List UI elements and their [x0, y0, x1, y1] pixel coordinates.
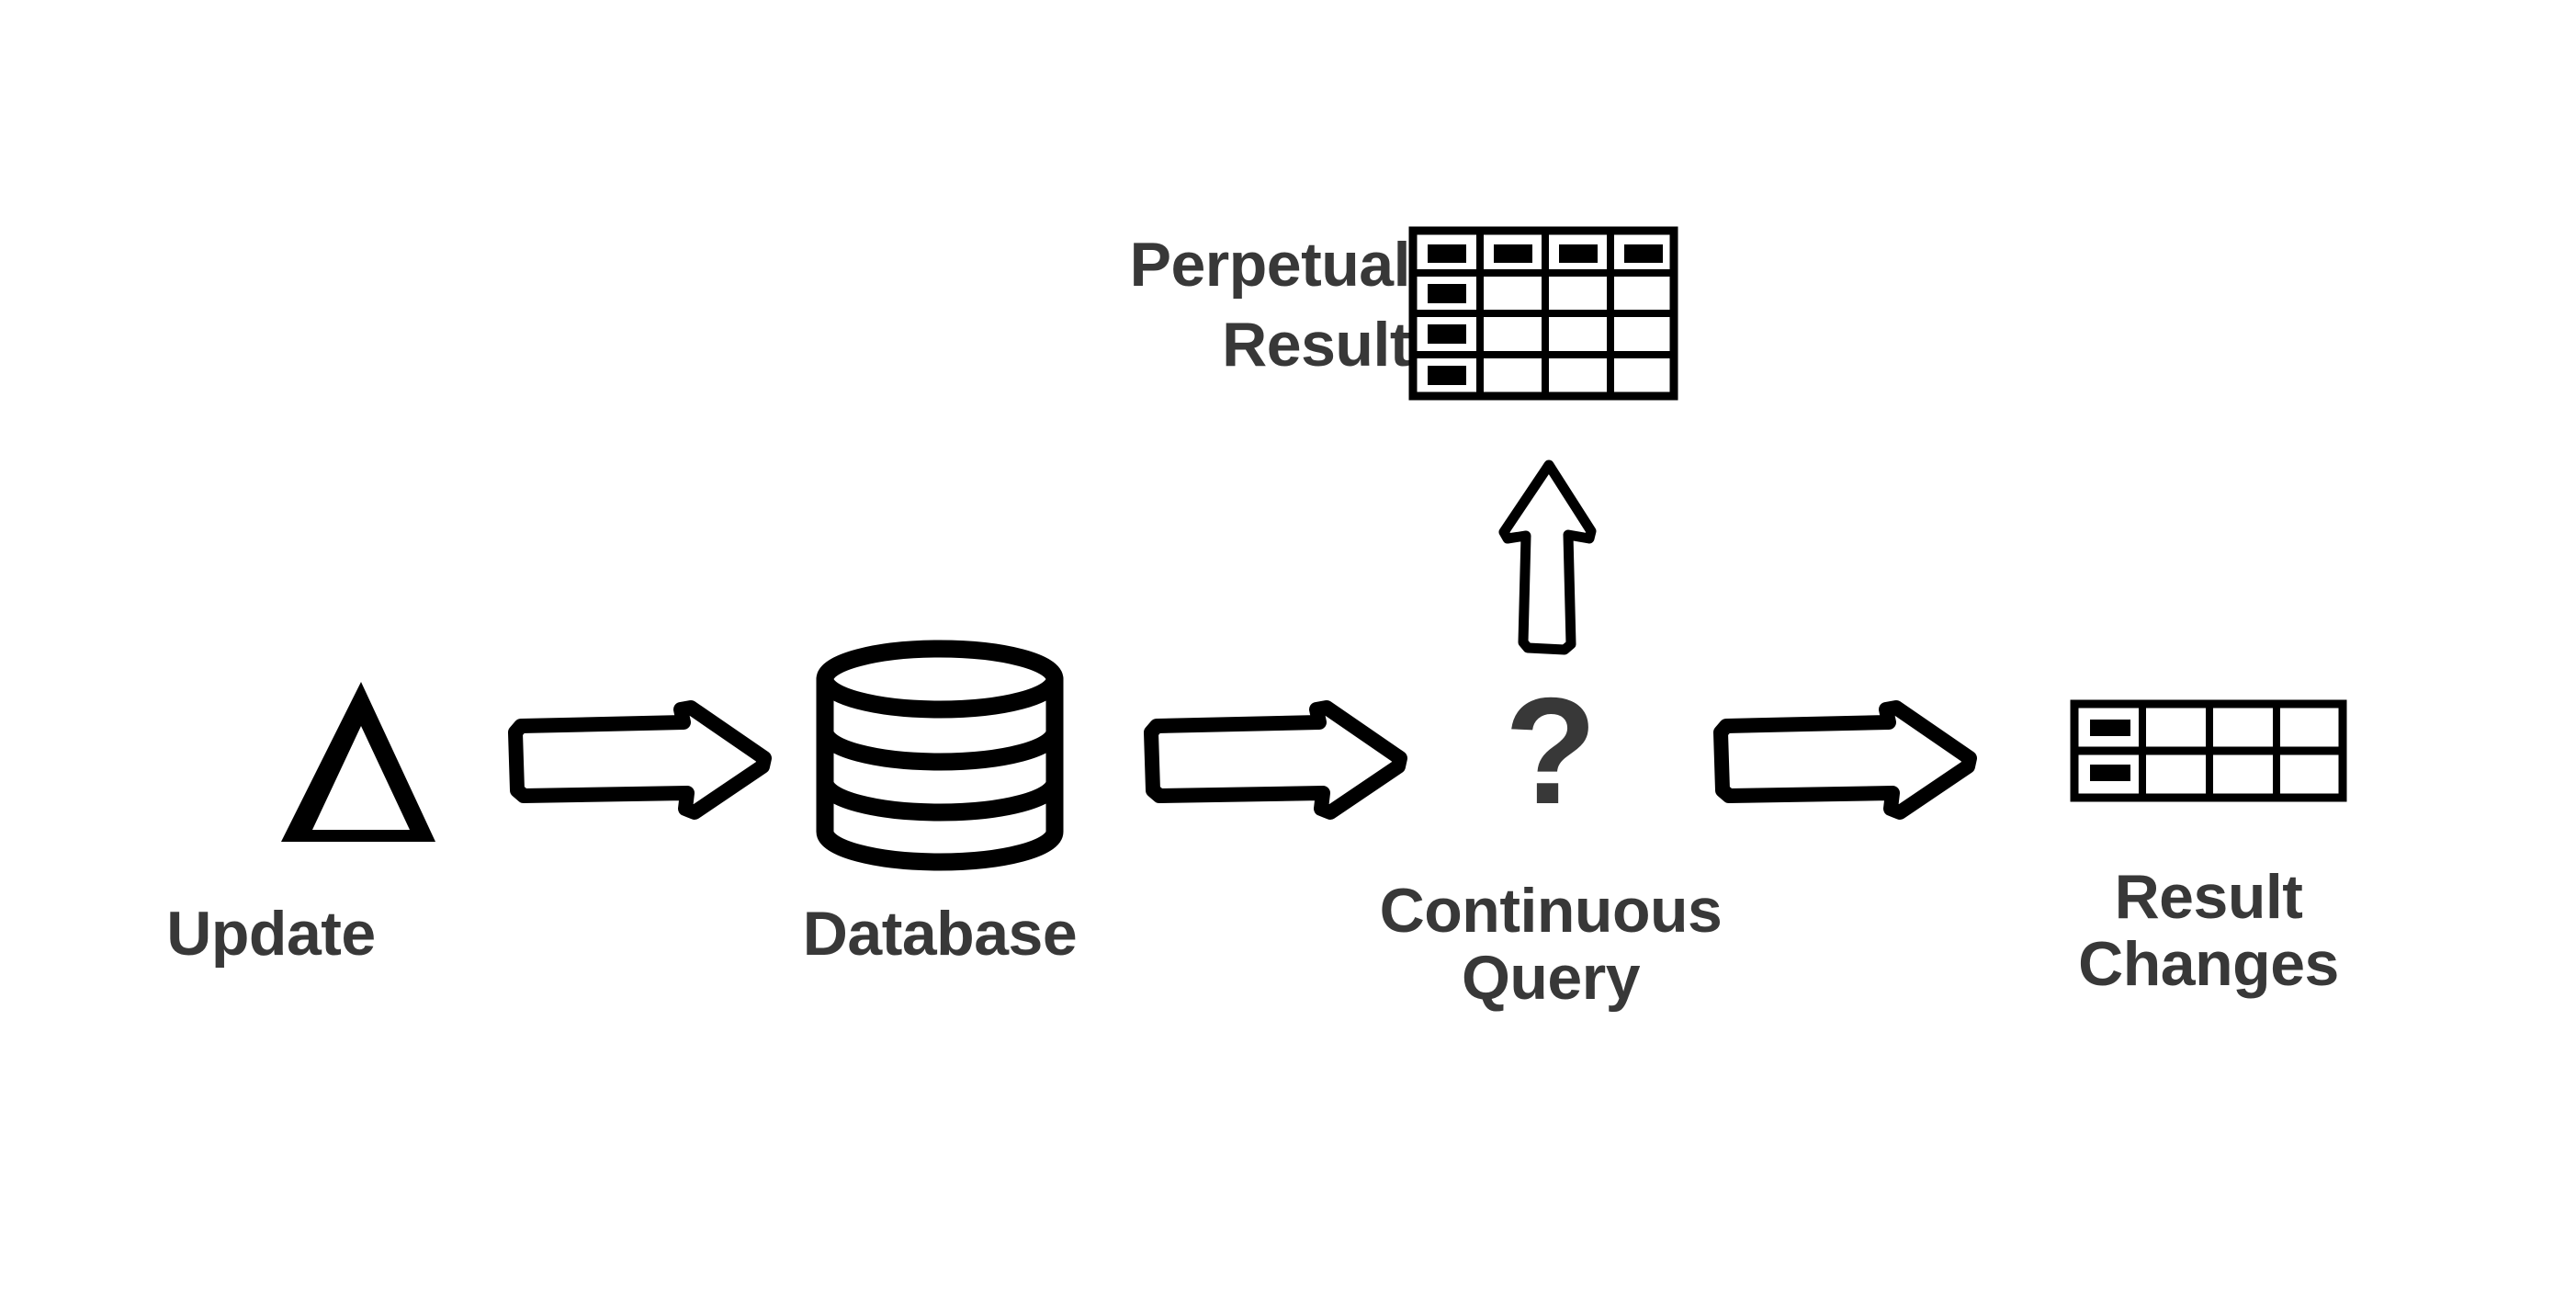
- database-label: Database: [802, 899, 1078, 969]
- perpetual-result-label: Perpetual Result: [1129, 230, 1411, 380]
- delta-triangle-icon: [265, 678, 467, 853]
- update-label: Update: [166, 899, 376, 969]
- arrow-right-icon-update-to-database: [508, 700, 773, 820]
- question-mark-icon: ?: [1504, 666, 1598, 835]
- arrow-right-icon-query-to-result-changes: [1713, 700, 1978, 820]
- result-changes-label: Result Changes: [2078, 862, 2339, 1000]
- arrow-up-icon: [1498, 459, 1599, 657]
- result-changes-table-icon: [2070, 699, 2347, 802]
- perpetual-result-table-icon: [1408, 226, 1678, 401]
- database-cylinder-icon: [816, 640, 1064, 871]
- continuous-query-label: Continuous Query: [1379, 876, 1723, 1014]
- arrow-right-icon-database-to-query: [1144, 700, 1408, 820]
